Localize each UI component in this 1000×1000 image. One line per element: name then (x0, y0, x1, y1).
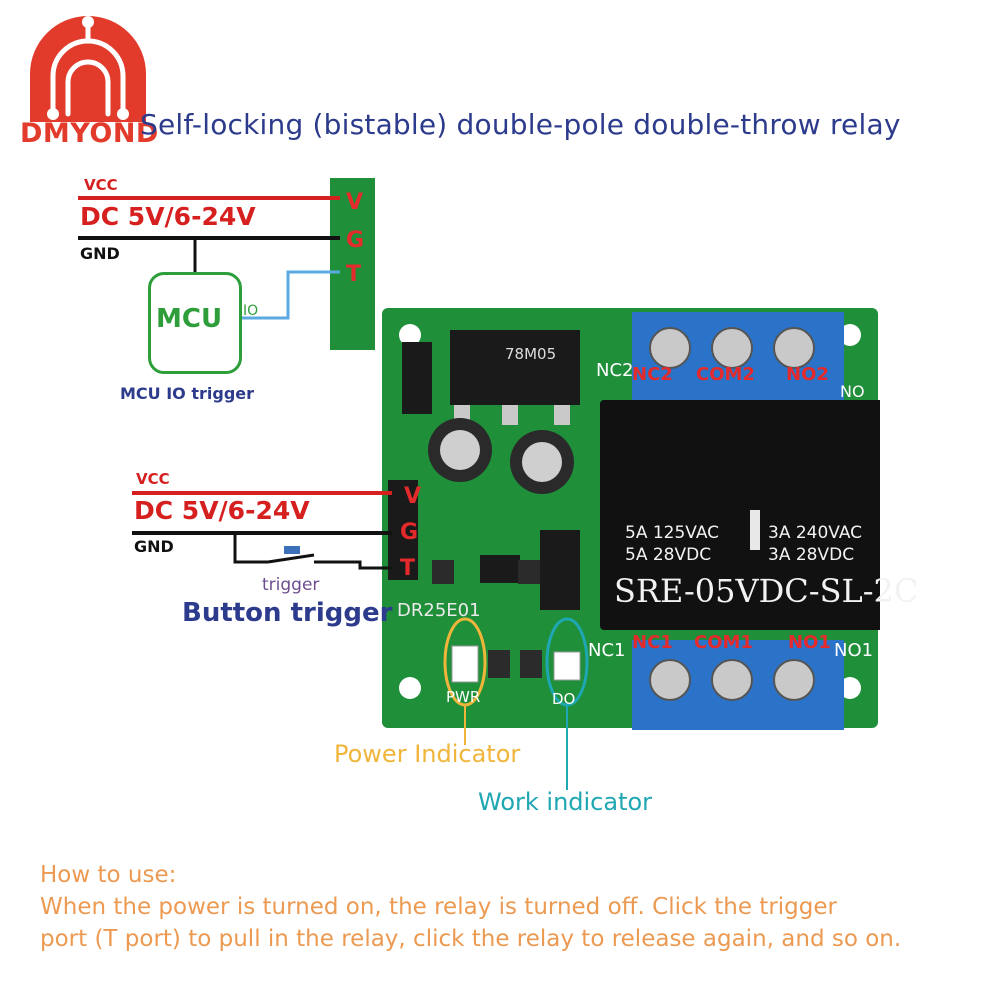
ic-chip (480, 555, 520, 583)
bottom-vcc-label: VCC (136, 470, 170, 488)
mcu-trigger-caption: MCU IO trigger (120, 384, 255, 403)
terminal-no2: NO2 (786, 364, 829, 385)
work-led (553, 651, 581, 681)
board-model-label: DR25E01 (397, 600, 481, 621)
pwr-label: PWR (446, 688, 481, 706)
voltage-regulator (450, 330, 580, 405)
trigger-label: trigger (262, 575, 320, 595)
work-indicator-label: Work indicator (478, 788, 653, 816)
power-led (451, 645, 479, 683)
relay-spec-right-2: 3A 28VDC (768, 545, 855, 565)
power-indicator-label: Power Indicator (334, 740, 521, 768)
top-pin-g: G (346, 228, 365, 253)
relay-spec-left-2: 5A 28VDC (625, 545, 712, 565)
relay-model: SRE-05VDC-SL-2C (614, 572, 919, 610)
relay-board (382, 308, 880, 730)
side-nc1-label: NC1 (588, 640, 626, 661)
relay-body (600, 400, 880, 630)
bottom-pin-t: T (400, 556, 416, 581)
mcu-box (148, 272, 242, 374)
io-label: IO (243, 303, 259, 319)
side-no1-label: NO1 (834, 640, 874, 661)
do-label: DO (552, 690, 576, 708)
side-nc2-label: NC2 (596, 360, 634, 381)
regulator-label: 78M05 (505, 345, 557, 363)
terminal-com2: COM2 (696, 364, 755, 385)
pin-header (388, 480, 418, 580)
terminal-no1: NO1 (788, 632, 831, 653)
mount-hole (839, 677, 861, 699)
button-wiring-diagram (132, 491, 392, 570)
mount-hole (399, 324, 421, 346)
brand-logo (30, 16, 146, 122)
top-pin-t: T (346, 262, 362, 287)
brand-name: DMYOND (20, 118, 159, 149)
top-vcc-label: VCC (84, 176, 118, 194)
mount-hole (839, 324, 861, 346)
bottom-pin-v: V (404, 484, 422, 509)
bottom-supply-label: DC 5V/6-24V (134, 496, 310, 525)
diode (402, 342, 432, 414)
instructions-line-2: port (T port) to pull in the relay, clic… (40, 926, 902, 952)
button-trigger-caption: Button trigger (182, 598, 393, 628)
terminal-nc2: NC2 (632, 364, 673, 385)
ic-chip (540, 530, 580, 610)
mcu-wiring-diagram (78, 178, 375, 350)
bottom-pin-g: G (400, 520, 419, 545)
instructions-line-1: When the power is turned on, the relay i… (40, 894, 837, 920)
page-title: Self-locking (bistable) double-pole doub… (140, 108, 901, 141)
top-gnd-label: GND (80, 244, 120, 263)
side-no2-label: NO (840, 382, 865, 401)
indicator-callouts (464, 705, 568, 790)
top-pin-v: V (346, 190, 364, 215)
relay-spec-left-1: 5A 125VAC (625, 523, 720, 543)
mount-hole (399, 677, 421, 699)
instructions-heading: How to use: (40, 862, 177, 888)
relay-spec-right-1: 3A 240VAC (768, 523, 863, 543)
terminal-nc1: NC1 (632, 632, 673, 653)
bottom-gnd-label: GND (134, 537, 174, 556)
terminal-com1: COM1 (694, 632, 753, 653)
mcu-label: MCU (156, 304, 223, 334)
top-supply-label: DC 5V/6-24V (80, 202, 256, 231)
